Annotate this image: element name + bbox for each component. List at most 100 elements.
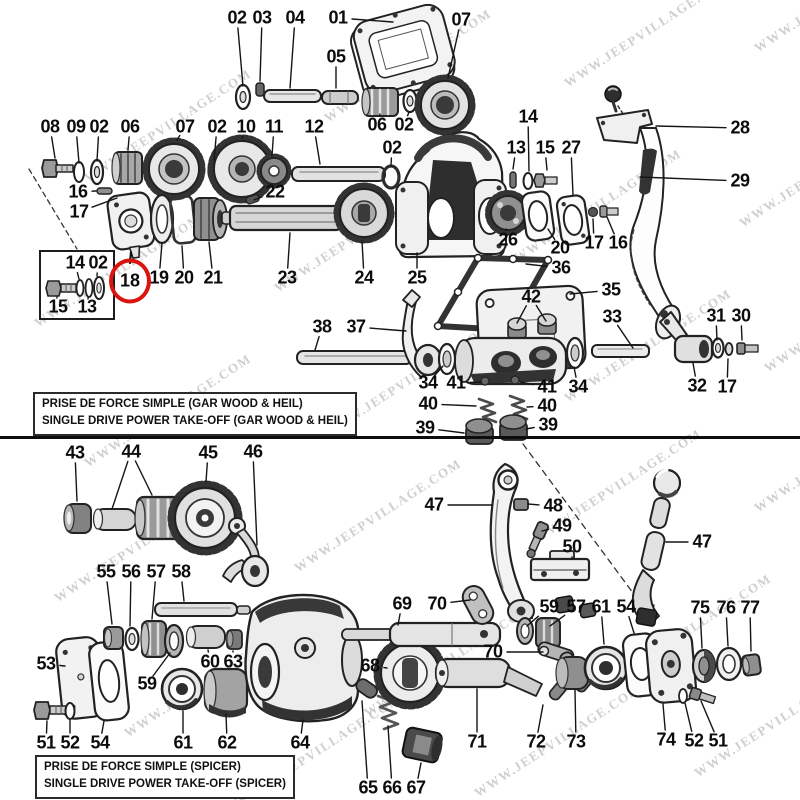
- part-washer-56: [124, 626, 140, 652]
- part-plug-39a: [465, 418, 494, 445]
- part-pin-05: [321, 90, 359, 105]
- part-shaft-33: [591, 344, 650, 358]
- part-washer-52b: [678, 688, 688, 704]
- part-bearing-34a: [437, 342, 457, 376]
- part-bolt-16b: [599, 205, 619, 218]
- part-bearing-61a: [160, 667, 204, 711]
- part-top-cover-01: [350, 3, 456, 101]
- part-bolt-08: [41, 159, 74, 178]
- part-ball-17b: [587, 206, 599, 218]
- part-inset-washer-13: [84, 278, 94, 298]
- part-washer-09: [73, 161, 85, 183]
- part-bolt-30: [736, 342, 759, 355]
- part-washer-31: [711, 337, 725, 359]
- part-retainer-76: [715, 646, 743, 682]
- part-seal-59b: [516, 617, 534, 645]
- part-plug-67: [401, 726, 443, 764]
- alignment-dashed: [522, 443, 651, 617]
- part-crank-46: [222, 517, 270, 588]
- part-link-70a: [461, 585, 495, 625]
- part-bearing-06a: [361, 87, 399, 117]
- inset-detail-box: [39, 250, 115, 320]
- part-clutch-21: [193, 197, 228, 241]
- part-gear-45: [167, 480, 243, 556]
- part-bolt-15: [533, 173, 558, 188]
- part-bolt-51a: [33, 701, 67, 720]
- part-bearing-34b: [565, 336, 585, 370]
- part-gear-07b: [142, 137, 206, 201]
- part-gasket-20b: [520, 190, 556, 242]
- part-gear-11: [256, 153, 292, 189]
- part-gear-07a: [414, 74, 476, 136]
- part-shaft-12: [291, 166, 386, 182]
- part-washer-02b: [402, 88, 418, 114]
- part-lever-29: [629, 127, 682, 340]
- part-nut-57c: [554, 595, 575, 614]
- caption-gar-wood-heil: PRISE DE FORCE SIMPLE (GAR WOOD & HEIL) …: [33, 392, 357, 436]
- part-pin-16: [96, 187, 113, 195]
- part-shaft-69: [341, 621, 502, 648]
- highlight-circle: 18: [109, 258, 151, 304]
- part-ball-41a: [480, 376, 490, 386]
- part-nut-55: [103, 626, 124, 650]
- part-spacer-62: [203, 667, 249, 718]
- part-lever-47-mid: [489, 462, 535, 623]
- part-gear-68: [373, 636, 447, 710]
- part-seal-59a: [163, 623, 185, 659]
- caption-line-fr: PRISE DE FORCE SIMPLE (SPICER): [44, 761, 241, 773]
- part-spacer-73: [555, 656, 589, 690]
- part-spacer-60: [185, 625, 226, 649]
- part-pin-03: [255, 82, 265, 97]
- part-washer-14: [522, 172, 534, 190]
- caption-line-en: SINGLE DRIVE POWER TAKE-OFF (SPICER): [44, 778, 286, 791]
- part-housing-64: [244, 593, 363, 723]
- part-nut-48: [513, 498, 529, 511]
- part-nut-77: [741, 653, 762, 677]
- part-ball-41b: [510, 375, 520, 385]
- part-bearing-57a: [140, 620, 167, 658]
- part-bolt-49: [526, 521, 550, 559]
- part-bolt-51b: [688, 686, 717, 705]
- part-rod-38: [296, 350, 413, 365]
- part-housing-25: [395, 131, 507, 259]
- part-shaft-71: [434, 657, 543, 697]
- leader-lines: [45, 18, 752, 779]
- part-bushing-06b: [111, 151, 143, 185]
- part-washer-17c: [724, 342, 734, 356]
- part-plug-42b: [537, 313, 557, 335]
- part-plug-39b: [499, 414, 528, 441]
- part-bearing-61b: [583, 645, 629, 691]
- section-divider: [0, 436, 800, 439]
- caption-spicer: PRISE DE FORCE SIMPLE (SPICER) SINGLE DR…: [35, 755, 295, 799]
- part-washer-02a: [234, 83, 252, 111]
- part-nut-63: [226, 629, 243, 650]
- part-shaft-58: [154, 602, 251, 617]
- part-washer-52a: [64, 702, 76, 720]
- part-lever-47-right: [631, 468, 682, 627]
- part-washer-02c: [89, 158, 105, 186]
- part-cover-74: [645, 628, 697, 704]
- part-shaft-04: [263, 89, 322, 103]
- part-bracket-50: [529, 550, 591, 582]
- part-pin-44: [92, 508, 137, 531]
- part-pin-65: [355, 678, 378, 699]
- part-inset-washer-02: [93, 276, 105, 300]
- part-gasket-27: [555, 194, 591, 246]
- part-key-22: [245, 194, 260, 205]
- part-bracket-28: [596, 85, 653, 144]
- part-plate-18: [106, 191, 156, 259]
- part-pin-13: [509, 171, 517, 189]
- highlighted-part-number: 18: [119, 270, 141, 291]
- part-inset-washer-14: [75, 279, 85, 297]
- part-spring-40a: [477, 397, 498, 424]
- caption-line-en: SINGLE DRIVE POWER TAKE-OFF (GAR WOOD & …: [42, 415, 348, 428]
- caption-line-fr: PRISE DE FORCE SIMPLE (GAR WOOD & HEIL): [42, 398, 303, 410]
- part-nut-59c: [578, 602, 597, 619]
- part-bushing-43: [63, 503, 92, 534]
- inset-dashed-link: [28, 168, 78, 250]
- part-seal-75: [691, 648, 717, 684]
- part-gasket-54a: [88, 640, 130, 722]
- part-clevis-32: [659, 311, 714, 364]
